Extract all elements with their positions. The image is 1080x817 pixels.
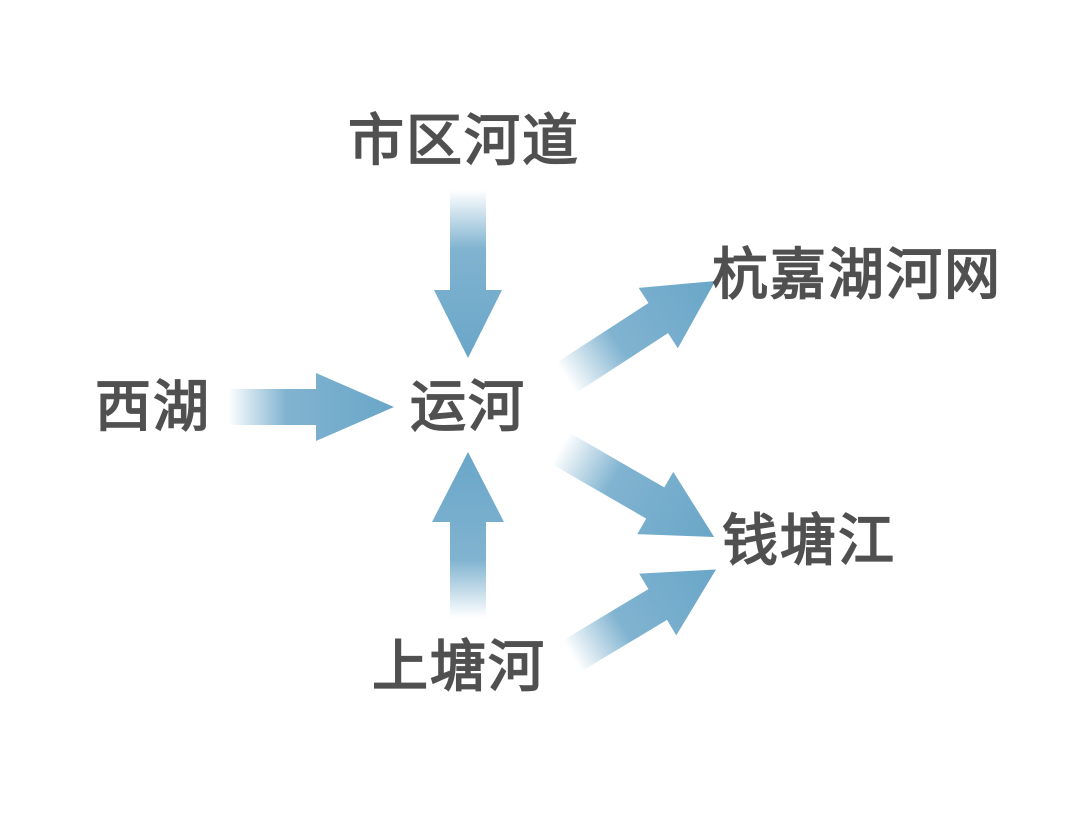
arrow-xihu-to-yunhe — [228, 373, 394, 441]
node-xihu: 西湖 — [95, 375, 211, 440]
node-hangjiahu-hewang: 杭嘉湖河网 — [712, 243, 1002, 308]
node-qiantangjiang: 钱塘江 — [722, 509, 896, 574]
node-yunhe: 运河 — [410, 375, 526, 440]
arrow-yunhe-to-hangjia — [556, 281, 716, 394]
arrow-shiqu-to-yunhe — [434, 190, 502, 358]
arrow-shangtang-to-qiantang — [562, 569, 717, 672]
arrow-yunhe-to-qiantang — [551, 432, 715, 537]
node-shiqu-hedao: 市区河道 — [348, 109, 580, 174]
arrow-shangtang-to-yunhe — [432, 452, 504, 618]
node-shangtanghe: 上塘河 — [372, 635, 546, 700]
